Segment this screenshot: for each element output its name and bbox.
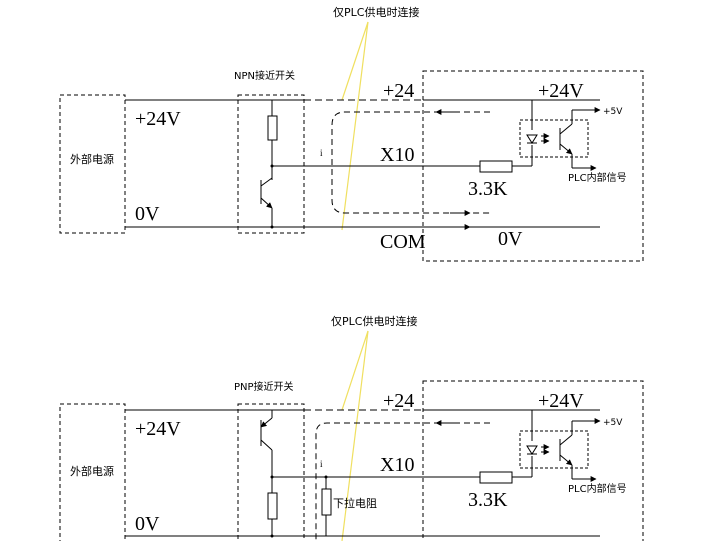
label-5v: +5V [603, 107, 623, 117]
transistor-collector [260, 177, 273, 187]
resistor-symbol [479, 160, 513, 173]
current-path [315, 422, 490, 541]
junction [324, 475, 328, 479]
npn-diagram: 仅PLC供电时连接 外部电源 NPN接近开关 [59, 5, 644, 262]
external-power-label: 外部电源 [70, 464, 114, 478]
label-plus24: +24 [383, 390, 414, 412]
external-power-label: 外部电源 [70, 152, 114, 166]
sensor-box [237, 403, 305, 541]
sensor-box [237, 94, 305, 234]
annotation-pointer-line [341, 21, 369, 231]
annotation-pointer-line [341, 330, 369, 541]
transistor-collector [260, 439, 273, 451]
pulldown-label: 下拉电阻 [333, 496, 377, 510]
phototransistor [559, 123, 573, 135]
resistor-symbol [479, 471, 513, 484]
label-5v: +5V [603, 418, 623, 428]
label-internal-signal: PLC内部信号 [568, 482, 627, 495]
label-24v-left: +24V [135, 418, 181, 440]
transistor-emitter [260, 417, 273, 428]
external-power-box [59, 94, 126, 234]
optocoupler-box [519, 430, 589, 469]
transistor-emitter [260, 197, 273, 209]
label-resistor: 3.3K [468, 178, 508, 200]
label-x10: X10 [380, 454, 414, 476]
label-com: COM [380, 231, 426, 253]
label-0v-right: 0V [498, 228, 523, 250]
current-label: i [320, 148, 323, 158]
resistor-symbol [267, 115, 278, 141]
pnp-diagram: 仅PLC供电时连接 外部电源 PNP接近开关 [59, 314, 644, 541]
current-label: i [320, 459, 323, 469]
optocoupler-box [519, 119, 589, 158]
plc-box [422, 380, 644, 541]
current-path [331, 111, 490, 214]
sensor-title: NPN接近开关 [234, 69, 295, 82]
phototransistor [559, 143, 573, 155]
label-x10: X10 [380, 144, 414, 166]
phototransistor [559, 434, 573, 446]
label-24v-right: +24V [538, 390, 584, 412]
label-plus24: +24 [383, 80, 414, 102]
label-internal-signal: PLC内部信号 [568, 171, 627, 184]
label-24v-left: +24V [135, 108, 181, 130]
junction [270, 225, 274, 229]
label-0v-left: 0V [135, 513, 160, 535]
annotation-label: 仅PLC供电时连接 [331, 314, 417, 328]
annotation-label: 仅PLC供电时连接 [333, 5, 419, 19]
sensor-title: PNP接近开关 [234, 380, 294, 393]
led-symbol [526, 134, 538, 144]
resistor-symbol [267, 492, 278, 520]
led-symbol [526, 445, 538, 455]
phototransistor [559, 454, 573, 466]
pulldown-resistor-symbol [321, 488, 332, 516]
label-24v-right: +24V [538, 80, 584, 102]
label-0v-left: 0V [135, 203, 160, 225]
junction [270, 534, 274, 538]
label-resistor: 3.3K [468, 489, 508, 511]
annotation-pointer-line [341, 21, 369, 101]
annotation-pointer-line [341, 330, 369, 411]
